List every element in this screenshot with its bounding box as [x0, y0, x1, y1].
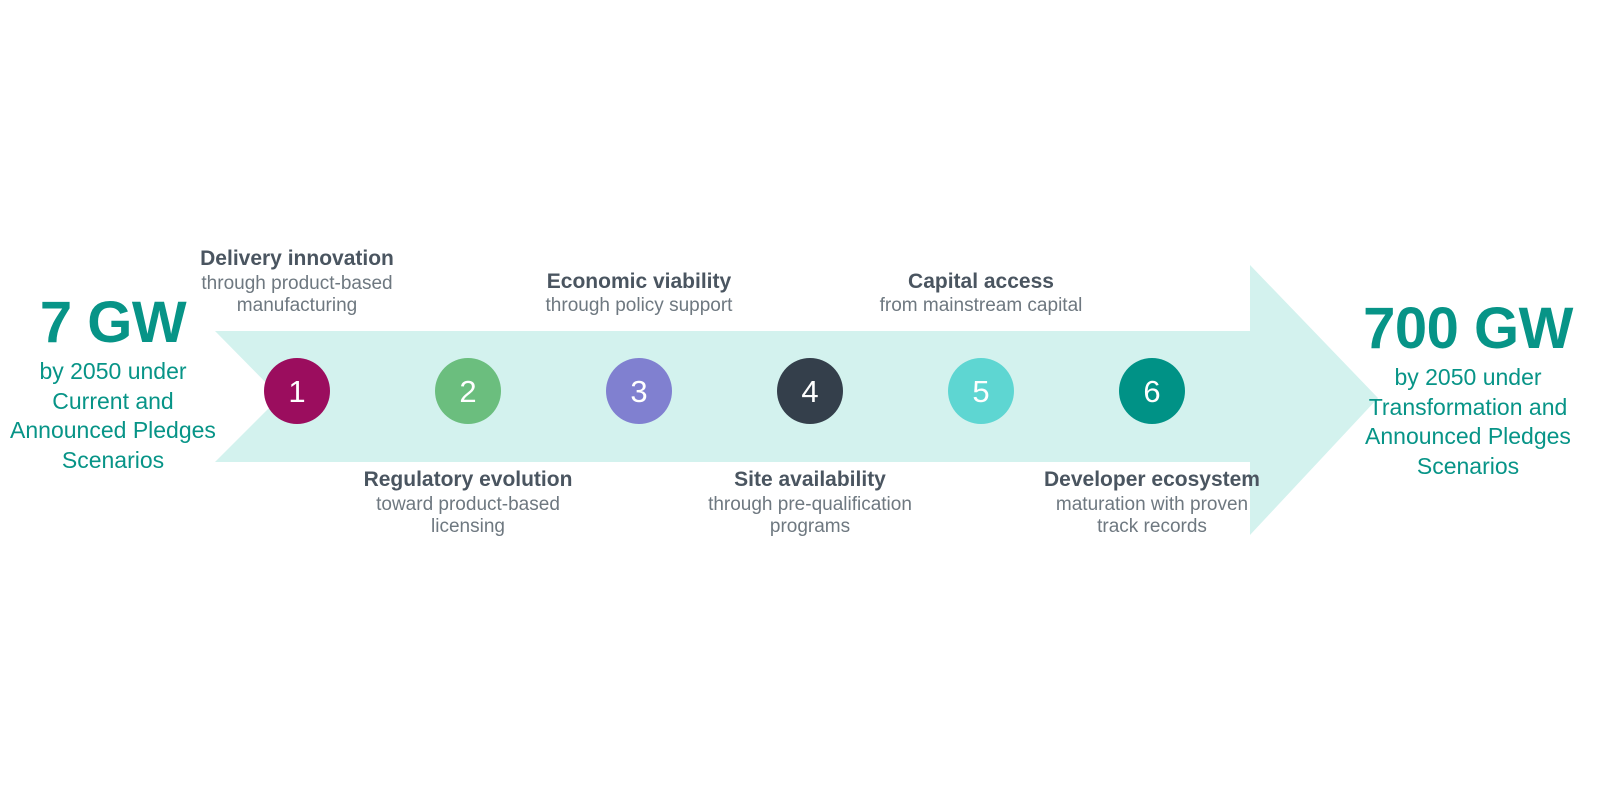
step-title-3: Economic viability	[546, 269, 732, 293]
step-circle-4[interactable]: 4	[777, 358, 843, 424]
start-state-callout: 7 GW by 2050 under Current and Announced…	[0, 292, 226, 475]
start-capacity-value: 7 GW	[39, 290, 187, 355]
step-number-3: 3	[630, 373, 648, 409]
step-number-5: 5	[972, 373, 990, 409]
step-number-2: 2	[459, 373, 477, 409]
step-title-2: Regulatory evolution	[363, 468, 573, 491]
step-label-4: Site availability through pre-qualificat…	[695, 468, 925, 539]
step-title-4: Site availability	[734, 468, 886, 491]
step-number-6: 6	[1143, 373, 1161, 409]
step-label-1: Delivery innovation through product-base…	[182, 196, 412, 318]
step-label-6: Developer ecosystem maturation with prov…	[1037, 468, 1267, 539]
step-number-1: 1	[288, 373, 306, 409]
step-title-6: Developer ecosystem	[1044, 468, 1260, 491]
step-desc-2: toward product-based licensing	[376, 493, 560, 538]
step-desc-1: through product-based manufacturing	[201, 272, 393, 317]
step-label-3: Economic viability through policy suppor…	[524, 196, 754, 318]
step-number-4: 4	[801, 373, 819, 409]
step-circle-6[interactable]: 6	[1119, 358, 1185, 424]
step-circle-1[interactable]: 1	[264, 358, 330, 424]
step-circle-2[interactable]: 2	[435, 358, 501, 424]
step-desc-3: through policy support	[545, 295, 733, 317]
step-label-2: Regulatory evolution toward product-base…	[353, 468, 583, 539]
step-title-5: Capital access	[908, 269, 1054, 293]
step-circle-3[interactable]: 3	[606, 358, 672, 424]
step-desc-6: maturation with proven track records	[1055, 493, 1249, 538]
end-capacity-value: 700 GW	[1363, 296, 1573, 361]
step-label-5: Capital access from mainstream capital	[866, 196, 1096, 318]
step-desc-5: from mainstream capital	[879, 295, 1083, 317]
step-title-1: Delivery innovation	[200, 247, 394, 271]
end-state-callout: 700 GW by 2050 under Transformation and …	[1340, 298, 1596, 481]
end-capacity-caption: by 2050 under Transformation and Announc…	[1365, 364, 1571, 479]
start-capacity-caption: by 2050 under Current and Announced Pled…	[10, 358, 216, 473]
step-desc-4: through pre-qualification programs	[708, 493, 912, 538]
step-circle-5[interactable]: 5	[948, 358, 1014, 424]
